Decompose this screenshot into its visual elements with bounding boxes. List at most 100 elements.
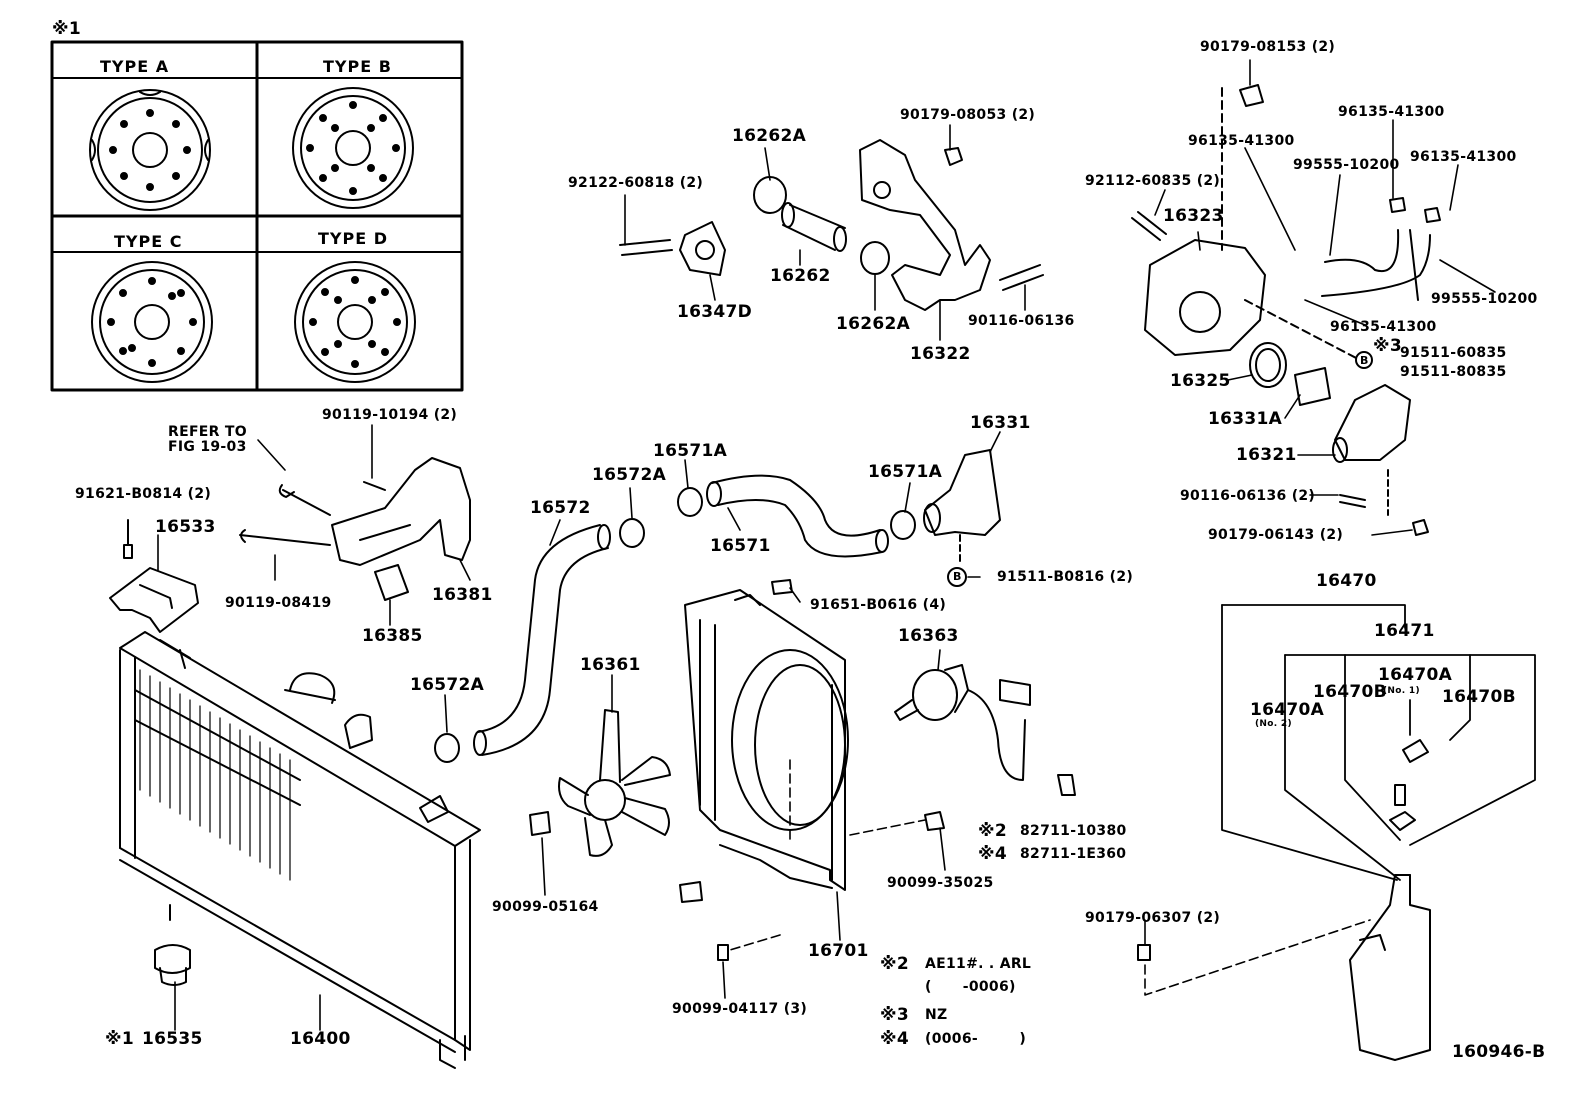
part-91511-b0816: 91511-B0816 (2): [997, 569, 1134, 585]
fan-16361-drawing: [558, 709, 671, 857]
part-90099-04117: 90099-04117 (3): [672, 1001, 808, 1017]
part-16381: 16381: [432, 585, 493, 605]
note-4-marker: ※4: [880, 1029, 909, 1049]
marker-4-a: ※4: [978, 844, 1007, 864]
part-16400: 16400: [290, 1029, 351, 1049]
part-91511-60835: 91511-60835: [1400, 345, 1507, 361]
part-16701: 16701: [808, 941, 869, 961]
bubble-b-16331: B: [953, 570, 962, 583]
bracket-16533-drawing: [109, 519, 199, 633]
type-a-label: TYPE A: [100, 57, 170, 76]
part-16571: 16571: [710, 536, 771, 556]
type-b-label: TYPE B: [323, 57, 392, 76]
part-82711-10380: 82711-10380: [1020, 823, 1127, 839]
refer-fig-label: FIG 19-03: [168, 439, 247, 455]
refer-label: REFER TO: [168, 424, 247, 440]
part-96135-41300-c: 96135-41300: [1410, 149, 1517, 165]
radiator-drawing: [119, 631, 481, 1069]
dashed-leaders-right: [1244, 299, 1361, 361]
wheel-type-b-drawing: [292, 87, 414, 209]
marker-1: ※1: [105, 1029, 134, 1049]
part-16571a-left: 16571A: [653, 441, 728, 461]
bubble-b-right: B: [1360, 354, 1369, 367]
part-16572: 16572: [530, 498, 591, 518]
fan-shroud-16701-drawing: [684, 589, 849, 891]
part-16470: 16470: [1316, 571, 1377, 591]
radiator-plug-16535-drawing: [154, 944, 191, 986]
bracket-16381-drawing: [239, 457, 471, 601]
fan-motor-16363-drawing: [894, 664, 1031, 781]
marker-3: ※3: [1373, 336, 1402, 356]
note-3-text: NZ: [925, 1007, 948, 1023]
reserve-tank-leaders: [1221, 604, 1536, 881]
small-parts-drawing: [529, 579, 1151, 961]
legend-marker: ※1: [52, 19, 81, 39]
leader-lines: [157, 59, 1496, 1031]
nut-90179-08053-drawing: [944, 147, 963, 166]
marker-2-a: ※2: [978, 821, 1007, 841]
dashed-leaders-bottom: [729, 759, 1371, 996]
hoses-99555-drawing: [1321, 197, 1441, 301]
water-inlet-16322-drawing: [859, 139, 1044, 311]
part-92122-60818: 92122-60818 (2): [568, 175, 704, 191]
part-16533: 16533: [155, 517, 216, 537]
part-82711-1e360: 82711-1E360: [1020, 846, 1127, 862]
note-3-marker: ※3: [880, 1005, 909, 1025]
wheel-type-a-drawing: [89, 89, 211, 211]
part-16470a-1: 16470A: [1378, 665, 1453, 685]
note-2-marker: ※2: [880, 954, 909, 974]
part-96135-41300-a: 96135-41300: [1338, 104, 1445, 120]
part-16571a-right: 16571A: [868, 462, 943, 482]
part-16321: 16321: [1236, 445, 1297, 465]
part-90099-05164: 90099-05164: [492, 899, 599, 915]
bubble-circle-right: [1355, 351, 1373, 369]
hose-16571-drawing: [706, 474, 889, 558]
figure-id: 160946-B: [1452, 1042, 1546, 1062]
part-16572a-top: 16572A: [592, 465, 667, 485]
part-16262a-top: 16262A: [732, 126, 807, 146]
part-90179-08153: 90179-08153 (2): [1200, 39, 1336, 55]
part-90119-08419: 90119-08419: [225, 595, 332, 611]
part-90179-06307: 90179-06307 (2): [1085, 910, 1221, 926]
part-16325: 16325: [1170, 371, 1231, 391]
part-16323: 16323: [1163, 206, 1224, 226]
note-2-text: AE11#. . ARL: [925, 956, 1032, 972]
thermostat-16331a-drawing: [1294, 367, 1331, 406]
part-90179-06143: 90179-06143 (2): [1208, 527, 1344, 543]
part-16363: 16363: [898, 626, 959, 646]
gasket-16347d-drawing: [619, 221, 726, 276]
type-c-label: TYPE C: [114, 232, 183, 251]
no-2-label: (No. 2): [1255, 719, 1292, 729]
legend-table-frame: [50, 40, 464, 392]
part-16347d: 16347D: [677, 302, 753, 322]
part-16385: 16385: [362, 626, 423, 646]
part-16262a-bottom: 16262A: [836, 314, 911, 334]
part-16572a-low: 16572A: [410, 675, 485, 695]
part-90179-08053: 90179-08053 (2): [900, 107, 1036, 123]
part-99555-10200-a: 99555-10200: [1293, 157, 1400, 173]
housing-16323-drawing: [1131, 211, 1266, 356]
note-2-range: ( -0006): [925, 979, 1016, 995]
part-90116-06136: 90116-06136: [968, 313, 1075, 329]
part-91511-80835: 91511-80835: [1400, 364, 1507, 380]
outlet-16321-drawing: [1332, 384, 1429, 536]
part-91621-b0814: 91621-B0814 (2): [75, 486, 212, 502]
part-16470b-1: 16470B: [1313, 682, 1387, 702]
type-d-label: TYPE D: [318, 229, 389, 248]
note-4-text: (0006- ): [925, 1031, 1027, 1047]
part-16322: 16322: [910, 344, 971, 364]
hose-16572-drawing: [473, 524, 611, 756]
part-90119-10194: 90119-10194 (2): [322, 407, 458, 423]
part-96135-41300-b: 96135-41300: [1188, 133, 1295, 149]
part-16262: 16262: [770, 266, 831, 286]
part-92112-60835: 92112-60835 (2): [1085, 173, 1221, 189]
part-16361: 16361: [580, 655, 641, 675]
part-90116-06136-2: 90116-06136 (2): [1180, 488, 1316, 504]
part-16535: 16535: [142, 1029, 203, 1049]
no-1-label: (No. 1): [1383, 686, 1420, 696]
clamps-drawing: [434, 176, 916, 763]
part-90099-35025: 90099-35025: [887, 875, 994, 891]
part-91651-b0616: 91651-B0616 (4): [810, 597, 947, 613]
